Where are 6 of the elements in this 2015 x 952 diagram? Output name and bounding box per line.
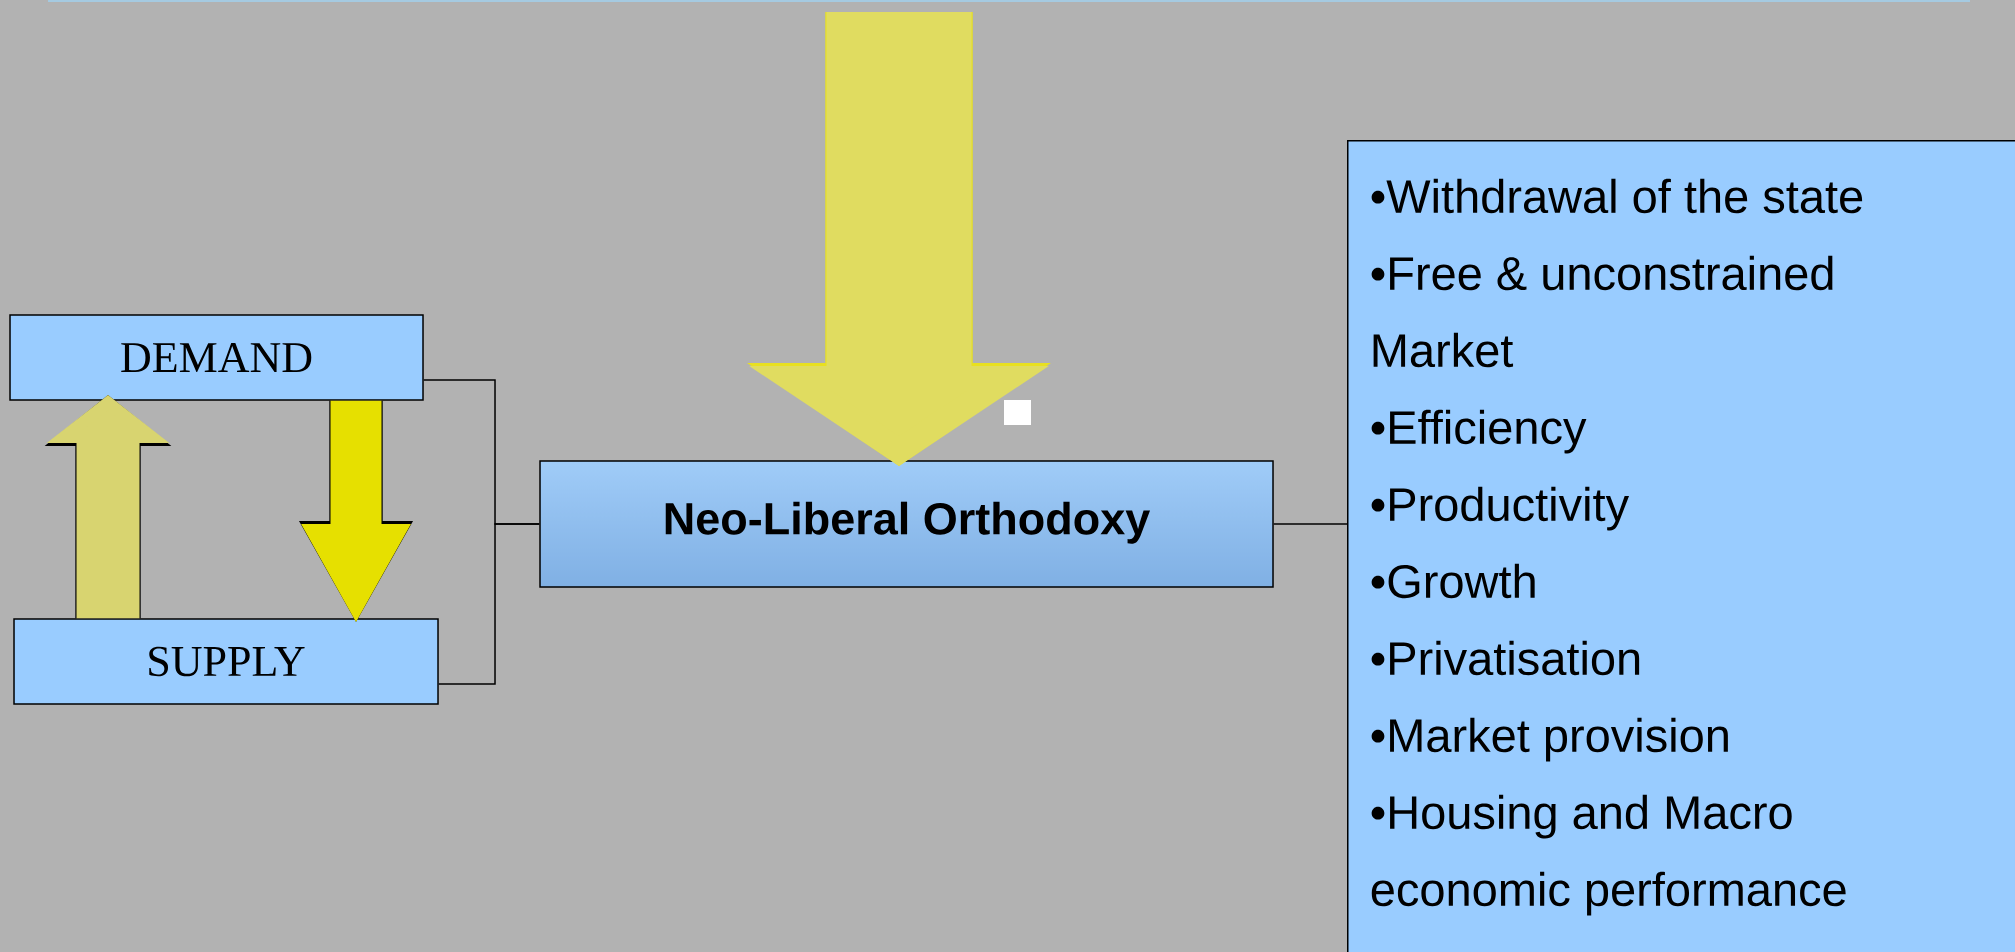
bullet-list-panel: •Withdrawal of the state •Free & unconstrained Market •Efficiency •Productivity •Growth •Privatisation •Market provision •Housing and Macro economic performance <box>1347 140 2015 952</box>
label-box: DEMAND <box>9 314 424 401</box>
label-box: SUPPLY <box>13 618 439 705</box>
connector-line <box>1273 523 1348 525</box>
connector-line <box>438 523 540 685</box>
title-box: Neo-Liberal Orthodoxy <box>539 460 1274 588</box>
